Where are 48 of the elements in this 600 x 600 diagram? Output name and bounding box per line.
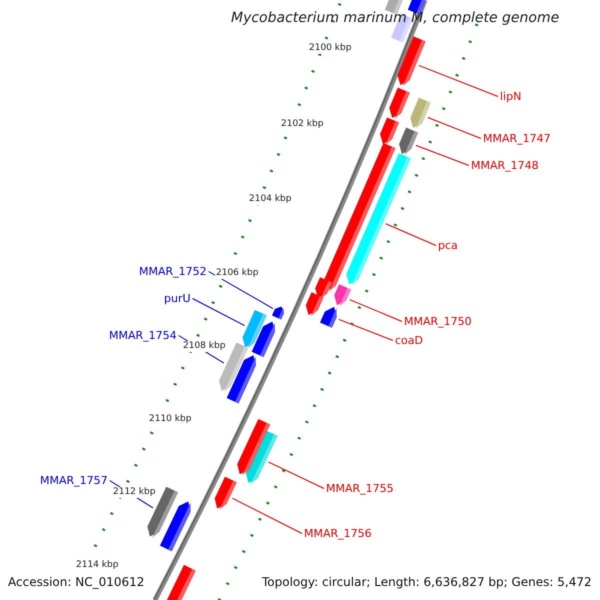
leader-line bbox=[208, 271, 274, 309]
gene-label: MMAR_1752 bbox=[139, 266, 207, 277]
scale-label: 2102 kbp bbox=[280, 119, 324, 130]
gene-label: MMAR_1756 bbox=[304, 528, 372, 539]
leader-line bbox=[418, 64, 498, 97]
leader-line bbox=[349, 299, 402, 322]
scale-label: 2108 kbp bbox=[182, 341, 226, 352]
scale-label: 2114 kbp bbox=[75, 560, 120, 571]
gene-block bbox=[226, 355, 256, 404]
gene-block bbox=[164, 564, 196, 600]
genome-summary: Topology: circular; Length: 6,636,827 bp; Genes: 5,472 bbox=[262, 576, 592, 588]
accession-text: Accession: NC_010612 bbox=[8, 576, 144, 588]
gene-label: pca bbox=[438, 240, 458, 251]
gene-block bbox=[380, 118, 400, 145]
gene-label: MMAR_1750 bbox=[404, 316, 472, 327]
gene-block bbox=[324, 142, 396, 292]
gene-label: purU bbox=[164, 293, 191, 304]
gene-label: MMAR_1754 bbox=[109, 330, 177, 341]
gene-label: MMAR_1757 bbox=[40, 475, 108, 486]
leader-line bbox=[385, 223, 436, 246]
scale-label: 2104 kbp bbox=[248, 194, 292, 205]
gene-block bbox=[389, 88, 410, 119]
leader-line bbox=[338, 318, 394, 341]
leader-line bbox=[192, 298, 246, 326]
gene-label: coaD bbox=[395, 335, 423, 346]
gene-block bbox=[160, 502, 191, 552]
gene-block bbox=[334, 284, 351, 306]
gene-block bbox=[320, 306, 337, 328]
gene-block bbox=[214, 476, 237, 510]
gene-block bbox=[306, 292, 324, 316]
gene-block bbox=[237, 418, 270, 476]
leader-line bbox=[427, 117, 482, 139]
gene-block bbox=[252, 322, 276, 358]
leader-line bbox=[268, 462, 324, 489]
scale-label: 2106 kbp bbox=[215, 268, 260, 279]
leader-line bbox=[415, 144, 470, 166]
gene-label: MMAR_1747 bbox=[483, 133, 551, 144]
leader-line bbox=[232, 498, 302, 534]
gene-block bbox=[272, 306, 284, 320]
gene-block bbox=[399, 128, 418, 155]
gene-label: lipN bbox=[500, 91, 522, 102]
gene-label: MMAR_1755 bbox=[326, 483, 394, 494]
gene-block bbox=[410, 98, 431, 129]
scale-label: 2100 kbp bbox=[308, 43, 352, 54]
gene-block bbox=[398, 36, 426, 86]
scale-label: 2112 kbp bbox=[112, 487, 156, 498]
gene-label: MMAR_1748 bbox=[471, 160, 539, 171]
scale-label: 2110 kbp bbox=[148, 414, 192, 425]
